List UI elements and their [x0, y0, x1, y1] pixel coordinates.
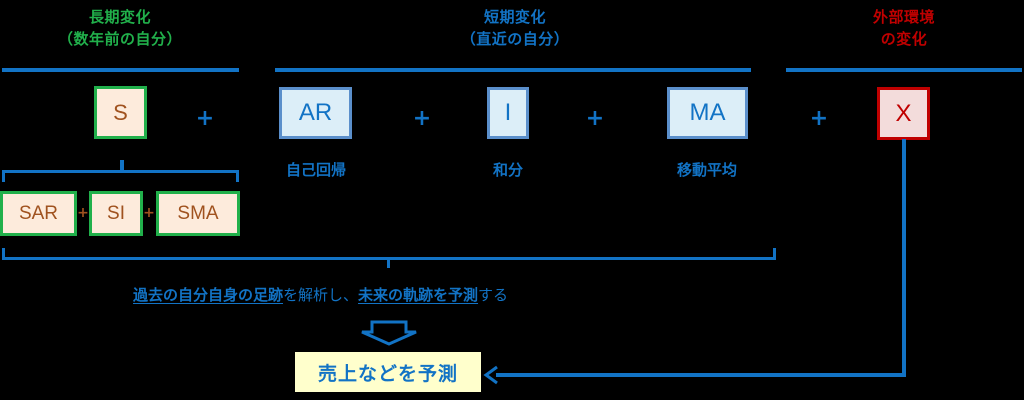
heading-short-term-title: 短期変化: [483, 8, 546, 26]
plus-operator-small: +: [77, 205, 89, 221]
seasonal-brace-left-end: [2, 170, 5, 182]
down-arrow-icon: [361, 320, 417, 346]
summary-analyze: を解析し、: [283, 286, 359, 304]
external-connector-horizontal: [496, 373, 906, 377]
heading-external-title: 外部環境: [872, 8, 935, 26]
seasonal-brace-right-end: [236, 170, 239, 182]
plus-operator: +: [412, 106, 432, 131]
summary-suffix: する: [478, 286, 509, 304]
sar-label: SAR: [18, 202, 59, 224]
x-box: X: [877, 87, 930, 140]
heading-short-term-subtitle: （直近の自分）: [460, 30, 570, 48]
heading-external-subtitle: の変化: [880, 30, 928, 48]
heading-long-term: 長期変化 （数年前の自分）: [0, 6, 240, 50]
result-label: 売上などを予測: [317, 362, 458, 385]
plus-operator: +: [809, 106, 829, 131]
ar-label: AR: [298, 99, 333, 126]
i-caption: 和分: [492, 161, 523, 179]
seasonal-brace: [2, 170, 239, 173]
plus-operator: +: [585, 106, 605, 131]
i-box: I: [487, 87, 529, 139]
plus-operator-small: +: [143, 205, 155, 221]
ma-box: MA: [667, 87, 748, 139]
summary-future-forecast: 未来の軌跡を予測: [358, 286, 479, 304]
heading-long-term-subtitle: （数年前の自分）: [57, 30, 182, 48]
bottom-brace-right-end: [773, 248, 776, 260]
si-box: SI: [89, 191, 143, 236]
ma-caption: 移動平均: [676, 161, 737, 179]
sma-box: SMA: [156, 191, 240, 236]
x-label: X: [895, 99, 912, 127]
section-divider-long-term: [2, 68, 239, 72]
bottom-brace-stem: [387, 257, 390, 268]
bottom-brace-left-end: [2, 248, 5, 260]
summary-sentence: 過去の自分自身の足跡を解析し、未来の軌跡を予測する: [133, 284, 653, 306]
si-label: SI: [107, 202, 125, 224]
seasonal-box: S: [94, 86, 147, 139]
i-label: I: [504, 99, 512, 126]
heading-long-term-title: 長期変化: [88, 8, 151, 26]
result-box: 売上などを予測: [295, 352, 481, 392]
ar-box: AR: [279, 87, 352, 139]
summary-past-trace: 過去の自分自身の足跡: [133, 286, 284, 304]
section-divider-external: [786, 68, 1022, 72]
section-divider-short-term: [275, 68, 751, 72]
heading-short-term: 短期変化 （直近の自分）: [395, 6, 635, 50]
external-connector-vertical: [902, 139, 906, 377]
sar-box: SAR: [0, 191, 77, 236]
seasonal-label: S: [113, 99, 128, 125]
seasonal-brace-stem: [120, 160, 124, 172]
ma-label: MA: [689, 99, 726, 126]
heading-external: 外部環境 の変化: [786, 6, 1022, 50]
sma-label: SMA: [177, 202, 219, 224]
arrow-left-icon: [483, 365, 498, 385]
ar-caption: 自己回帰: [285, 161, 346, 179]
plus-operator: +: [195, 106, 215, 131]
